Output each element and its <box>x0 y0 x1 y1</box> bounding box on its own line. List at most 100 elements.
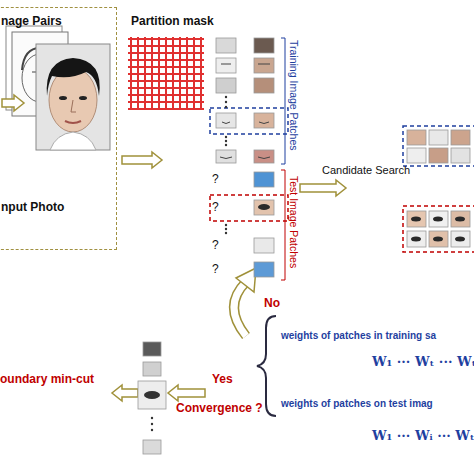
hollow-arrow <box>112 385 138 401</box>
ellipsis-dots <box>225 224 227 226</box>
photo-image <box>50 132 96 150</box>
partition-grid <box>128 37 204 110</box>
hollow-arrow <box>300 180 346 196</box>
branch-label: Yes <box>212 372 233 386</box>
candidate-patch <box>407 211 470 247</box>
candidate-patch <box>429 130 448 145</box>
hollow-arrow <box>122 152 162 168</box>
candidate-patch <box>407 231 426 247</box>
result-patch <box>143 440 161 454</box>
feedback-arrow <box>234 282 246 336</box>
photo-image <box>71 100 76 112</box>
test-patch <box>254 238 274 253</box>
candidate-patch <box>451 211 470 227</box>
ellipsis-dots <box>151 429 153 431</box>
branch-label: No <box>264 296 280 310</box>
eye-mark <box>411 217 421 222</box>
patch-feature <box>220 64 270 159</box>
weight-formula: W₁ ··· Wₜ ··· Wₜᵣ <box>372 354 474 369</box>
training-patch <box>254 78 274 93</box>
group-label: Training Image Patches <box>288 40 300 151</box>
eye-mark <box>433 217 443 222</box>
photo-image <box>79 96 87 100</box>
training-patch <box>254 150 274 163</box>
ellipsis-dots <box>151 417 153 419</box>
unknown-mark: ? <box>212 262 219 276</box>
eye-mark <box>411 217 465 242</box>
ellipsis-dots <box>225 96 227 98</box>
eye-mark <box>144 391 160 399</box>
unknown-mark: ? <box>212 238 219 252</box>
eye-mark <box>455 217 465 222</box>
decision-label: Convergence ? <box>176 401 263 415</box>
node-heading: nage Pairs <box>1 14 62 28</box>
unknown-mark: ? <box>212 172 219 186</box>
candidate-patch <box>407 130 426 145</box>
result-patch <box>143 342 161 356</box>
photo-image <box>49 68 97 132</box>
training-patch <box>254 58 274 73</box>
node-heading: nput Photo <box>1 200 64 214</box>
candidate-patch <box>407 148 426 163</box>
ellipsis-dots <box>151 423 153 425</box>
ellipsis-dots <box>225 228 227 230</box>
node-heading: Partition mask <box>131 14 214 28</box>
photo-image <box>36 44 110 150</box>
training-patch <box>216 38 236 53</box>
group-bracket <box>281 38 285 280</box>
input-box: nage Pairs nput Photo <box>0 7 117 250</box>
partition-grid <box>128 39 204 109</box>
weight-formula: W₁ ··· Wᵢ ··· Wₜₑ <box>372 428 474 443</box>
candidate-box <box>403 126 474 166</box>
training-patch <box>216 78 236 93</box>
eye-mark <box>433 237 443 242</box>
feedback-arrow <box>236 268 256 292</box>
weight-label: weights of patches in training sa <box>281 330 436 341</box>
ellipsis-dots <box>225 140 227 142</box>
test-patch <box>254 200 274 215</box>
eye-mark <box>411 237 421 242</box>
candidate-patch <box>407 211 426 227</box>
ellipsis-dots <box>225 232 227 234</box>
training-patch <box>216 150 236 163</box>
group-bracket <box>281 38 285 164</box>
ellipsis-dots <box>225 106 227 108</box>
eye-mark <box>258 204 270 210</box>
candidate-patch <box>407 130 470 163</box>
eye-mark <box>455 237 465 242</box>
photo-image <box>47 58 100 96</box>
result-patch <box>143 362 161 376</box>
step-label: Candidate Search <box>322 164 410 176</box>
ellipsis-dots <box>225 144 227 146</box>
photo-image <box>36 44 110 150</box>
ellipsis-dots <box>225 136 227 138</box>
test-patch <box>254 262 274 277</box>
candidate-patch <box>429 231 448 247</box>
selection-box <box>210 195 288 221</box>
group-bracket <box>281 170 285 280</box>
patch-feature <box>220 64 270 159</box>
training-patch <box>254 113 274 128</box>
training-patch <box>216 38 274 163</box>
test-patch <box>254 172 274 277</box>
partition-mask: Partition mask <box>126 14 210 112</box>
feedback-arrow <box>234 282 246 336</box>
training-patch <box>254 38 274 53</box>
candidate-patch <box>429 211 448 227</box>
result-patch <box>138 342 166 454</box>
training-patch <box>216 58 236 73</box>
step-label: oundary min-cut <box>0 372 94 386</box>
photo-image <box>59 96 67 100</box>
group-label: Test Image Patches <box>288 176 300 268</box>
test-patch <box>254 172 274 187</box>
photo-image <box>65 121 81 123</box>
selection-box <box>210 108 288 134</box>
hollow-arrow <box>168 385 205 401</box>
candidate-patch <box>451 130 470 145</box>
candidate-patch <box>451 231 470 247</box>
result-patch <box>138 381 166 409</box>
candidate-patch <box>451 148 470 163</box>
candidate-box <box>403 206 474 252</box>
weight-label: weights of patches on test imag <box>281 398 433 409</box>
